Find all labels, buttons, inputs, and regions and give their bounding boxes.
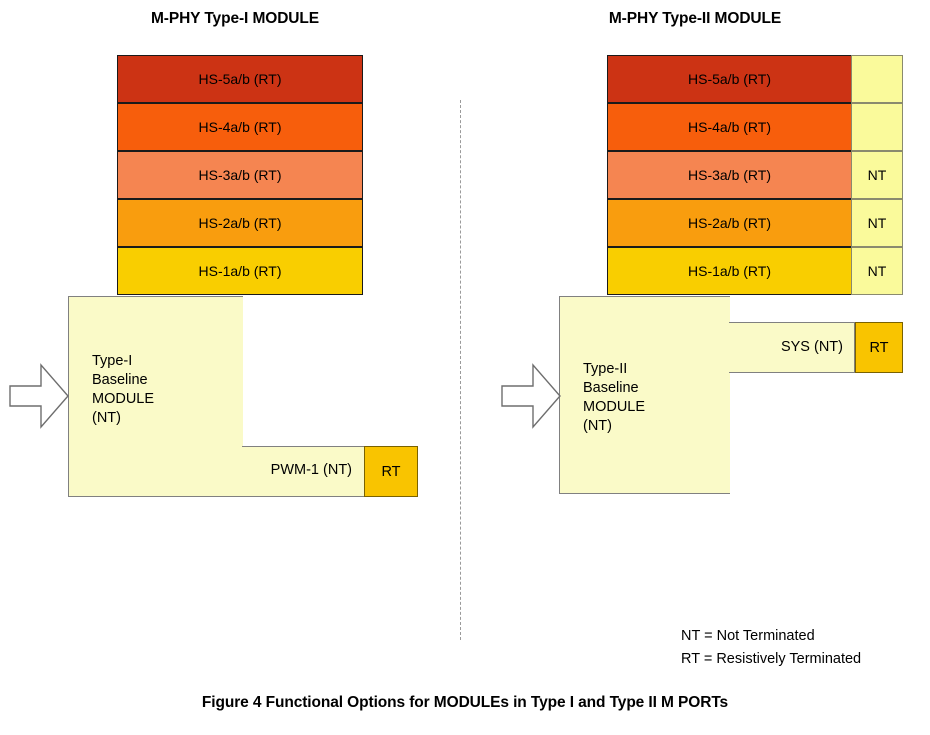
baseline-module-body-left: [68, 296, 243, 497]
terminator-box-left: RT: [364, 446, 418, 497]
baseline-module-extension-right: [729, 322, 855, 373]
baseline-module-extension-left: [242, 446, 365, 497]
lane-bar-hs3-left: HS-3a/b (RT): [117, 151, 363, 199]
lane-bar-hs4-left: HS-4a/b (RT): [117, 103, 363, 151]
figure-caption: Figure 4 Functional Options for MODULEs …: [201, 694, 729, 711]
lane-side-hs2-right: NT: [851, 199, 903, 247]
lane-bar-hs1-left: HS-1a/b (RT): [117, 247, 363, 295]
lane-side-hs1-right: NT: [851, 247, 903, 295]
lane-bar-hs2-right: HS-2a/b (RT): [607, 199, 852, 247]
lane-bar-hs5-left: HS-5a/b (RT): [117, 55, 363, 103]
lane-side-hs4-right: [851, 103, 903, 151]
module-title-left: M-PHY Type-I MODULE: [150, 10, 320, 27]
extension-label-right: SYS (NT): [780, 339, 843, 355]
baseline-module-label-left: Type-I Baseline MODULE (NT): [92, 353, 155, 426]
legend-not-terminated: NT = Not Terminated: [681, 628, 815, 644]
lane-bar-hs5-right: HS-5a/b (RT): [607, 55, 852, 103]
input-arrow-left: [8, 362, 70, 430]
terminator-box-right: RT: [855, 322, 903, 373]
module-seam-left: [242, 447, 244, 496]
lane-side-hs5-right: [851, 55, 903, 103]
module-title-right: M-PHY Type-II MODULE: [608, 10, 782, 27]
panel-divider: [460, 100, 461, 640]
lane-bar-hs1-right: HS-1a/b (RT): [607, 247, 852, 295]
input-arrow-right: [500, 362, 562, 430]
module-seam-right: [729, 323, 731, 372]
lane-bar-hs2-left: HS-2a/b (RT): [117, 199, 363, 247]
extension-label-left: PWM-1 (NT): [270, 462, 352, 478]
legend-resistively-terminated: RT = Resistively Terminated: [681, 651, 862, 667]
lane-bar-hs4-right: HS-4a/b (RT): [607, 103, 852, 151]
baseline-module-label-right: Type-II Baseline MODULE (NT): [583, 361, 646, 434]
lane-side-hs3-right: NT: [851, 151, 903, 199]
lane-bar-hs3-right: HS-3a/b (RT): [607, 151, 852, 199]
